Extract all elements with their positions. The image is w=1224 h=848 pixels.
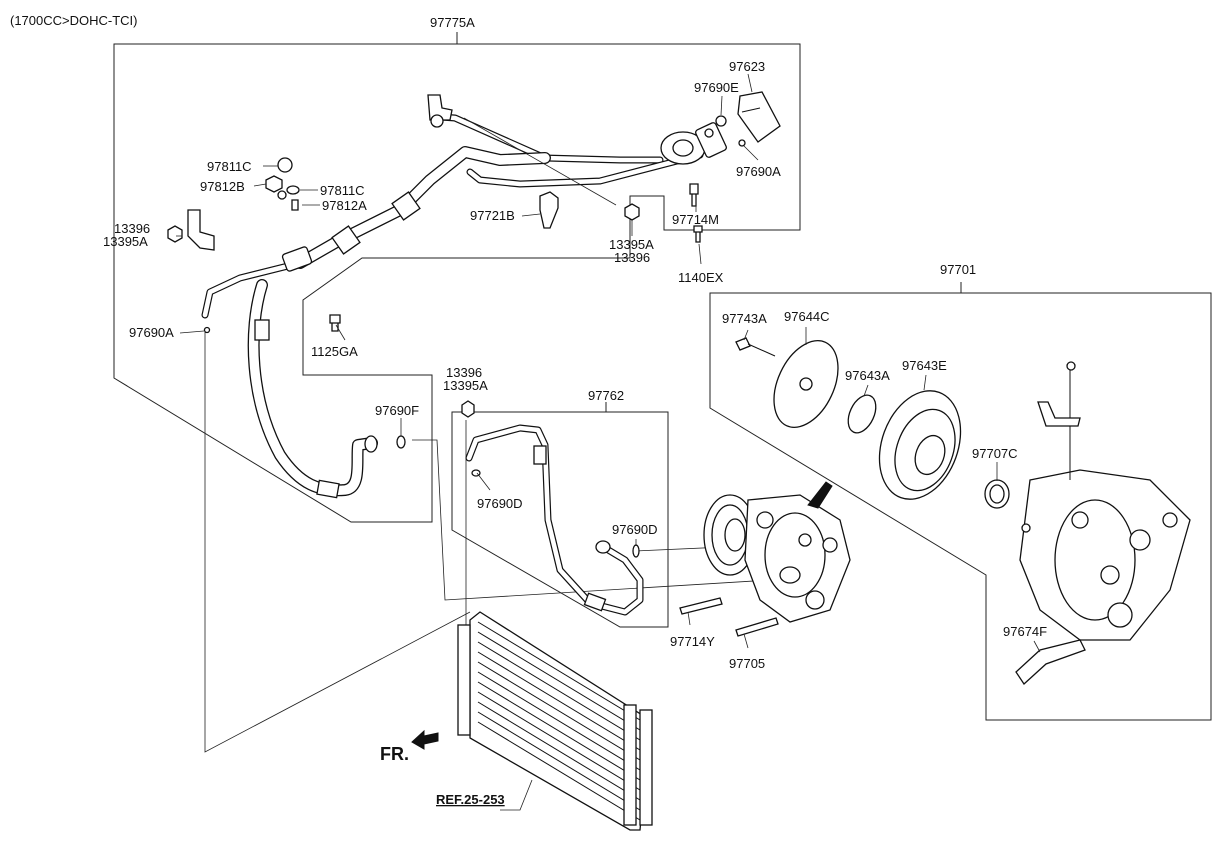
bolt-1140EX-icon: [693, 225, 703, 243]
oring-97690E-icon: [715, 115, 727, 127]
fasteners-97775A: [167, 91, 781, 449]
label-97643E: 97643E: [902, 358, 947, 373]
label-97705: 97705: [729, 656, 765, 671]
label-13395A-left: 13395A: [103, 234, 148, 249]
nut-13395A-icon: [624, 203, 640, 221]
bolt-97714M-icon: [689, 183, 699, 207]
label-97721B: 97721B: [470, 208, 515, 223]
assembly-box-97701: [709, 282, 1212, 721]
label-13396-mid: 13396: [614, 250, 650, 265]
oring-97690A-icon: [738, 139, 746, 147]
labels: (1700CC>DOHC-TCI) 97775A 97623 97690E 97…: [10, 13, 1047, 807]
label-97690A-top: 97690A: [736, 164, 781, 179]
label-97674F: 97674F: [1003, 624, 1047, 639]
leader-lines-97775A: [176, 73, 759, 436]
assembly-box-97775A: [113, 32, 801, 523]
label-97623: 97623: [729, 59, 765, 74]
cap-97811C-icon: [277, 157, 293, 173]
label-97690A-left: 97690A: [129, 325, 174, 340]
label-13395A-mid: 13395A: [609, 237, 654, 252]
front-marker-label: FR.: [380, 744, 409, 764]
label-1125GA: 1125GA: [311, 344, 358, 359]
label-97690D-b: 97690D: [612, 522, 658, 537]
label-13396-left: 13396: [114, 221, 150, 236]
label-97701: 97701: [940, 262, 976, 277]
assembly-box-97762: [451, 402, 669, 628]
label-13396-low: 13396: [446, 365, 482, 380]
label-97775A: 97775A: [430, 15, 475, 30]
label-97690D-a: 97690D: [477, 496, 523, 511]
bolt-97743A-icon: [735, 337, 751, 351]
pressure-switch-97721B-icon: [539, 191, 559, 229]
label-97811C-b: 97811C: [320, 183, 365, 198]
valve-cap-97811C-icon: [286, 185, 300, 195]
snap-ring-97643A-icon: [847, 394, 877, 434]
compressor-exploded: [735, 327, 1191, 685]
label-97707C: 97707C: [972, 446, 1018, 461]
label-97762: 97762: [588, 388, 624, 403]
label-97690E: 97690E: [694, 80, 739, 95]
condenser: [457, 611, 653, 831]
label-97714Y: 97714Y: [670, 634, 715, 649]
reference-label: REF.25-253: [436, 792, 505, 807]
label-97644C: 97644C: [784, 309, 830, 324]
oring-97690F-icon: [396, 435, 406, 449]
engine-spec-label: (1700CC>DOHC-TCI): [10, 13, 138, 28]
valve-97812A-icon: [291, 199, 299, 211]
cap-97812B-icon: [265, 175, 283, 193]
compressor-mounted: [679, 481, 851, 649]
oring-97690A-left-icon: [203, 326, 211, 334]
label-97811C-a: 97811C: [207, 159, 252, 174]
nut-13396-icon: [167, 225, 183, 243]
label-97714M: 97714M: [672, 212, 719, 227]
label-13395A-low: 13395A: [443, 378, 488, 393]
valve-core-icon: [277, 190, 287, 200]
front-arrow-icon: [411, 729, 439, 750]
suction-hose-assembly: [187, 94, 727, 499]
label-97643A: 97643A: [845, 368, 890, 383]
label-97812A: 97812A: [322, 198, 367, 213]
liquid-pipe-97762: [461, 400, 644, 616]
label-97690F: 97690F: [375, 403, 419, 418]
relief-valve-97674F-icon: [1015, 639, 1086, 685]
label-97812B: 97812B: [200, 179, 245, 194]
label-97743A: 97743A: [722, 311, 767, 326]
label-1140EX: 1140EX: [678, 270, 724, 285]
